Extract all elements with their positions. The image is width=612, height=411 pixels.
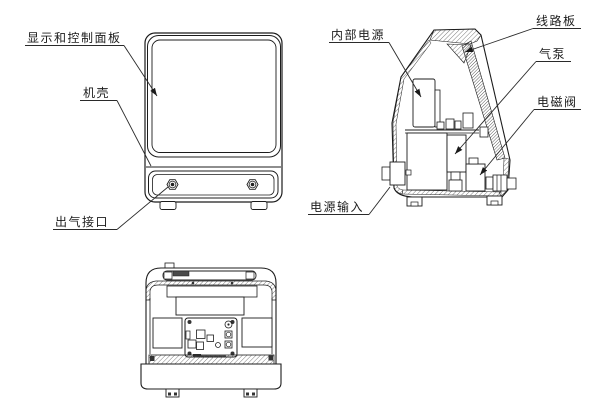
front-air-outlet-right: [246, 179, 259, 190]
callout-casing: 机壳: [80, 86, 152, 167]
side-pump-base: [448, 179, 463, 192]
front-view: [144, 32, 283, 210]
side-power-supply: [412, 78, 436, 128]
rear-view: [140, 262, 282, 398]
side-board-components: [436, 112, 474, 130]
label-air-pump: 气泵: [539, 46, 566, 61]
side-air-pump: [446, 134, 467, 173]
callout-labels: 显示和控制面板 机壳 出气接口 内部电源 线路板 气泵: [25, 13, 581, 230]
side-wall-sensor: [479, 126, 489, 138]
callout-solenoid-valve: 电磁阀: [479, 94, 581, 176]
label-power-input: 电源输入: [310, 199, 364, 214]
label-display-control-panel: 显示和控制面板: [27, 31, 122, 45]
rear-band-screw-left: [191, 281, 195, 285]
side-valve-tab: [468, 157, 479, 165]
callout-air-outlet-port: 出气接口: [53, 186, 169, 230]
rear-foot-left: [165, 388, 180, 398]
rear-handle-slot: [162, 270, 257, 281]
side-pump-mount: [450, 171, 461, 181]
rear-side-box-left: [152, 317, 183, 349]
front-display-panel-inner: [151, 39, 277, 153]
callout-air-pump: 气泵: [454, 46, 571, 155]
label-casing: 机壳: [83, 86, 110, 100]
rear-band-screw-right: [230, 281, 234, 285]
label-circuit-board: 线路板: [536, 13, 577, 28]
rear-upper-plate: [166, 285, 258, 298]
side-cap-section: [429, 28, 482, 45]
rear-circuit-board: [184, 317, 238, 358]
callout-circuit-board: 线路板: [464, 13, 581, 53]
side-feet: [406, 195, 503, 207]
rear-wall-section-band: [145, 280, 277, 301]
callout-power-input: 电源输入: [308, 186, 391, 215]
side-power-input-connector: [381, 161, 412, 186]
front-foot-right: [250, 201, 268, 210]
side-outlet-connector: [485, 174, 517, 192]
side-pump-housing: [406, 132, 448, 191]
rear-display-back: [175, 296, 245, 316]
rear-base-section-strip: [148, 354, 275, 365]
rear-side-box-right: [241, 317, 273, 348]
label-air-outlet-port: 出气接口: [55, 214, 109, 229]
side-section-view: [381, 28, 517, 207]
front-air-outlet-left: [166, 179, 179, 190]
callout-display-control-panel: 显示和控制面板: [25, 31, 158, 97]
label-internal-power: 内部电源: [331, 27, 385, 42]
label-solenoid-valve: 电磁阀: [537, 94, 578, 109]
side-power-supply-bracket: [434, 89, 441, 128]
rear-bottom-tray: [140, 363, 282, 390]
side-solenoid-valve: [465, 163, 486, 192]
front-lower-strip-inner: [152, 174, 275, 196]
callout-internal-power: 内部电源: [329, 27, 422, 98]
front-foot-left: [159, 201, 177, 210]
rear-foot-right: [243, 388, 258, 398]
